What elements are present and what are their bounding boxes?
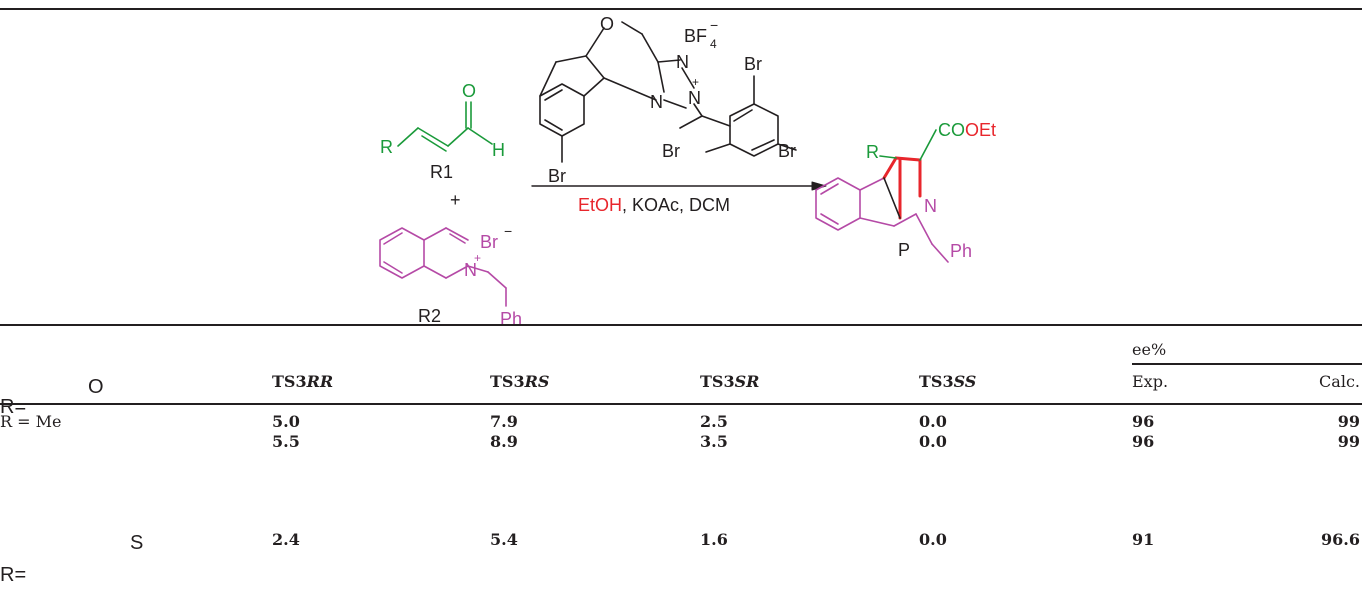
catalyst-n-atom-3: N: [688, 88, 701, 108]
reactant2-structure: [379, 227, 507, 307]
catalyst-br-2: Br: [744, 54, 762, 74]
header-bottom-rule: [0, 403, 1362, 405]
table-cell: 3.5: [700, 432, 728, 451]
catalyst-n-atom-1: N: [650, 92, 663, 112]
reactant2-br-atom: Br: [480, 232, 498, 252]
col-header-ts3rr: TS3RR: [272, 372, 334, 391]
table-cell: 96: [1132, 432, 1155, 451]
reactant2-ph-group: Ph: [500, 309, 522, 325]
reactant2-br-charge: −: [504, 223, 512, 239]
table-cell: 96.6: [1321, 530, 1360, 549]
product-r-atom: R: [866, 142, 879, 162]
product-n-atom: N: [924, 196, 937, 216]
reactant1-label: R1: [430, 162, 453, 182]
reactant2-label: R2: [418, 306, 441, 325]
catalyst-n-atom-2: N: [676, 52, 689, 72]
col-header-calc: Calc.: [1319, 372, 1360, 391]
reactant2-n-charge: +: [474, 251, 481, 265]
reactant1-structure: [397, 101, 493, 152]
reaction-scheme: R O H R1 + N + Br − Ph R2 Br O N N N + B…: [379, 14, 996, 325]
col-header-ts3ss: TS3SS: [919, 372, 977, 391]
catalyst-structure: [539, 21, 797, 163]
table-cell: 99: [1337, 412, 1360, 431]
reactant1-r-atom: R: [380, 137, 393, 157]
col-header-ts3rs: TS3RS: [490, 372, 550, 391]
catalyst-o-atom: O: [600, 14, 614, 34]
table-cell: 2.4: [272, 530, 300, 549]
scheme-bottom-rule: [0, 324, 1362, 326]
table-cell: 8.9: [490, 432, 518, 451]
reactant1-h-atom: H: [492, 140, 505, 160]
table-cell: 91: [1132, 530, 1155, 549]
table-cell: 99: [1337, 432, 1360, 451]
table-cell: 2.5: [700, 412, 728, 431]
catalyst-bf4: BF: [684, 26, 707, 46]
product-label: P: [898, 240, 910, 260]
col-header-ts3sr: TS3SR: [700, 372, 760, 391]
table-cell: 5.5: [272, 432, 300, 451]
row-label-me: R = Me: [0, 412, 62, 431]
catalyst-br-3: Br: [662, 141, 680, 161]
row-label-furan: R=: [0, 396, 27, 418]
product-co-group: COOEt: [938, 120, 996, 140]
product-structure: [815, 129, 949, 263]
catalyst-bf4-sub: 4: [710, 37, 717, 51]
conditions-text: EtOH, KOAc, DCM: [578, 195, 730, 215]
catalyst-br-4: Br: [778, 141, 796, 161]
plus-sign: +: [450, 190, 461, 210]
table-cell: 96: [1132, 412, 1155, 431]
product-ph-group: Ph: [950, 241, 972, 261]
catalyst-n-charge: +: [692, 75, 699, 89]
furan-o-atom: O: [88, 376, 104, 398]
reactant2-n-atom: N: [464, 260, 477, 280]
ee-group-header: ee%: [1132, 340, 1167, 359]
table-cell: 5.0: [272, 412, 300, 431]
table-cell: 5.4: [490, 530, 518, 549]
col-header-exp: Exp.: [1132, 372, 1169, 391]
table-cell: 1.6: [700, 530, 728, 549]
catalyst-br-1: Br: [548, 166, 566, 186]
thiophene-s-atom: S: [130, 532, 144, 554]
ee-group-rule: [1132, 363, 1362, 365]
table-cell: 7.9: [490, 412, 518, 431]
table-top-rule: [0, 8, 1362, 10]
row-label-thiophene: R=: [0, 564, 27, 586]
catalyst-bf4-charge: −: [710, 17, 718, 33]
table-cell: 0.0: [919, 530, 947, 549]
table-cell: 0.0: [919, 432, 947, 451]
reactant1-o-atom: O: [462, 81, 476, 101]
table-cell: 0.0: [919, 412, 947, 431]
